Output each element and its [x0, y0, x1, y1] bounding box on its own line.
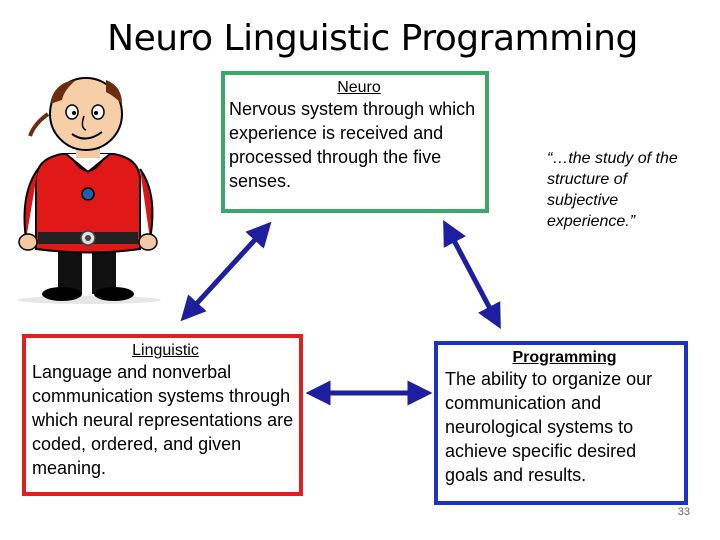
slide-title: Neuro Linguistic Programming: [107, 18, 638, 59]
neuro-text: Nervous system through which experience …: [229, 99, 476, 191]
page-number: 33: [677, 506, 690, 518]
neuro-heading: Neuro: [337, 79, 381, 96]
linguistic-box: Linguistic Language and nonverbal commun…: [22, 334, 303, 496]
cartoon-man-icon: [17, 77, 161, 304]
quote-text: “…the study of the structure of subjecti…: [547, 150, 678, 230]
arrow-neuro-programming: [443, 219, 501, 330]
arrow-neuro-linguistic: [180, 221, 272, 322]
neuro-box: Neuro Nervous system through which exper…: [221, 71, 489, 213]
programming-heading: Programming: [512, 349, 617, 366]
programming-box: Programming The ability to organize our …: [434, 341, 688, 505]
linguistic-heading: Linguistic: [132, 342, 199, 359]
linguistic-text: Language and nonverbal communication sys…: [32, 362, 294, 478]
programming-text: The ability to organize our communicatio…: [445, 369, 653, 485]
